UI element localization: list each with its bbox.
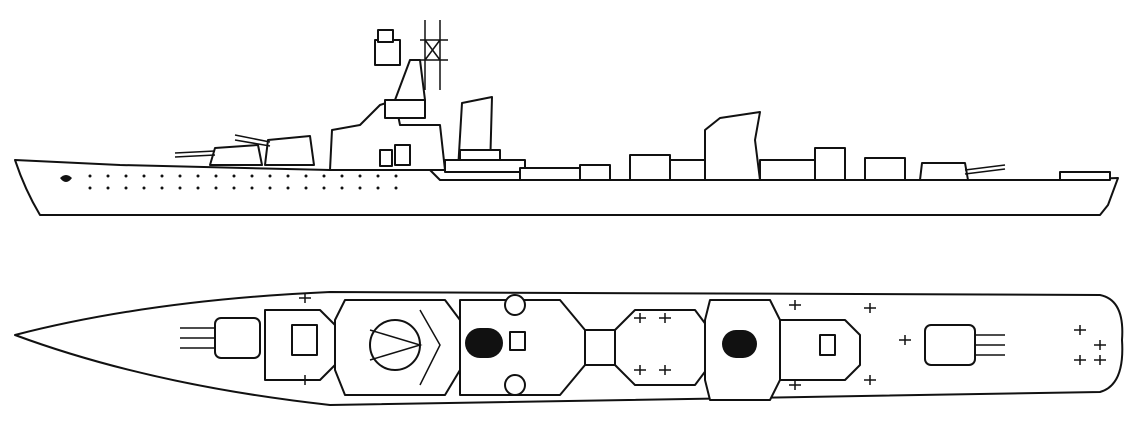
aft-superstructure [704,111,761,181]
porthole [376,174,380,178]
porthole [160,174,164,178]
porthole [232,174,236,178]
porthole [394,174,398,178]
small-gun-mounts [299,293,1106,390]
gun-mount [634,313,646,323]
porthole [358,186,362,190]
porthole [286,174,290,178]
porthole [124,174,128,178]
turret-a [209,144,263,166]
plan-view [14,291,1124,406]
porthole [196,186,200,190]
director [374,39,401,66]
porthole [142,186,146,190]
gun-mount [299,293,311,303]
porthole [268,186,272,190]
porthole [358,174,362,178]
gun-mount [899,335,911,345]
porthole [250,186,254,190]
porthole [394,186,398,190]
porthole [196,174,200,178]
hull-side [14,159,1119,216]
turret-x-plan [924,324,1005,366]
hawse-icon [60,175,72,182]
gun-mount [1094,340,1106,350]
porthole [142,174,146,178]
turret-b [264,135,315,166]
funnel-cap [465,328,503,358]
gun-mount [789,380,801,390]
porthole [232,186,236,190]
porthole [106,186,110,190]
gun-mount [659,313,671,323]
porthole [178,186,182,190]
porthole [88,186,92,190]
gun-mount [299,375,311,385]
porthole [250,174,254,178]
porthole [340,174,344,178]
gun-mount [659,365,671,375]
porthole [322,174,326,178]
gun-mount [634,365,646,375]
turret-b-plan [264,309,336,381]
porthole [304,186,308,190]
portholes [88,174,398,190]
porthole [124,186,128,190]
porthole [160,186,164,190]
porthole [286,186,290,190]
gun-mount [1094,355,1106,365]
porthole [322,186,326,190]
gun-mount [864,303,876,313]
porthole [340,186,344,190]
gun-mount [1074,355,1086,365]
turret-x [919,162,969,181]
gun-mount [789,300,801,310]
porthole [214,186,218,190]
side-profile [14,20,1119,216]
porthole [106,174,110,178]
turret-a-plan [180,317,261,359]
porthole [214,174,218,178]
gun-mount [864,375,876,385]
porthole [268,174,272,178]
porthole [376,186,380,190]
porthole [304,174,308,178]
gun-mount [1074,325,1086,335]
porthole [178,174,182,178]
porthole [88,174,92,178]
